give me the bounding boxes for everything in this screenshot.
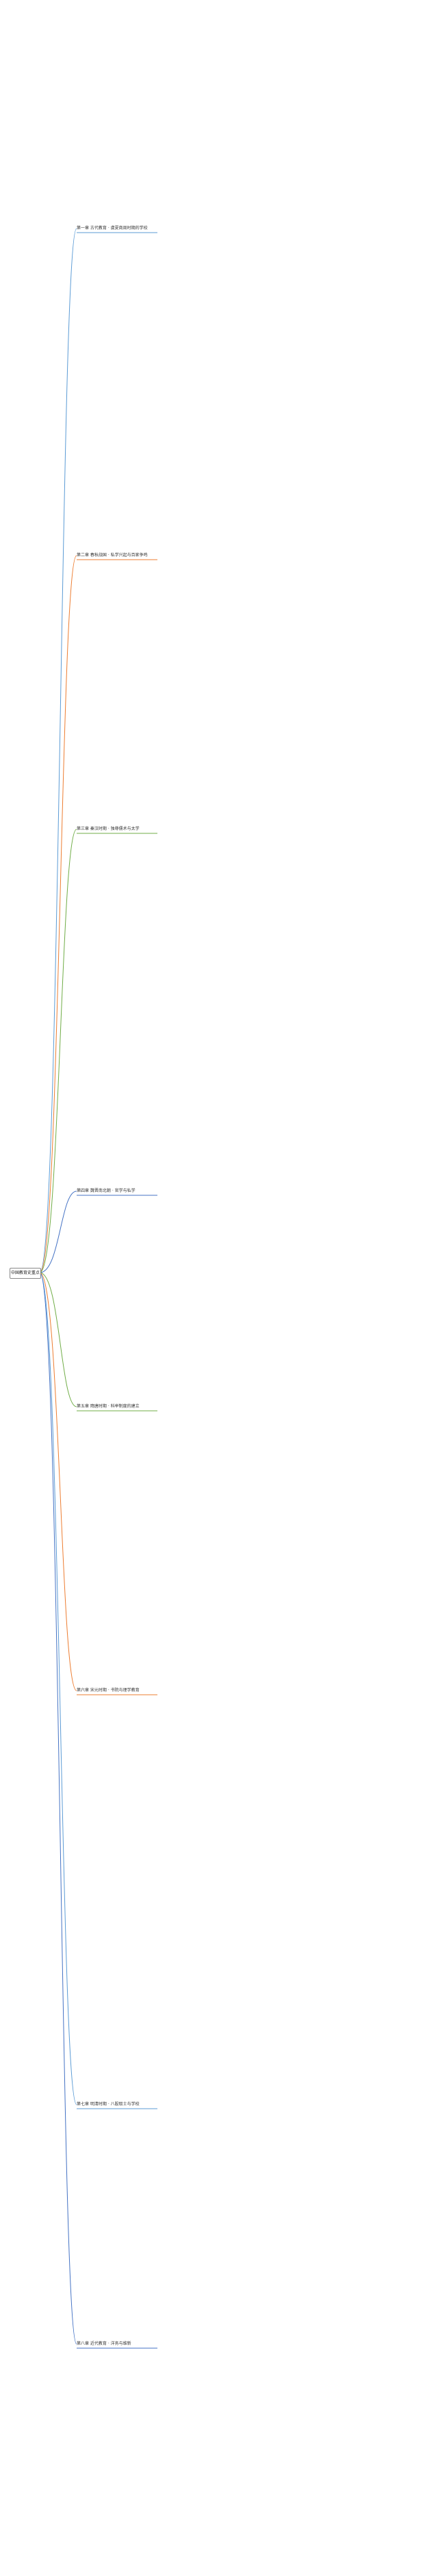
connector-branch-7 bbox=[39, 1272, 77, 2105]
branch-3[interactable]: 第三章 秦汉时期 · 独尊儒术与太学 bbox=[77, 827, 140, 831]
branch-6[interactable]: 第六章 宋元时期 · 书院与理学教育 bbox=[77, 1688, 140, 1693]
branch-1[interactable]: 第一章 古代教育 · 虞夏商周时期的学校 bbox=[77, 226, 148, 231]
branch-2[interactable]: 第二章 春秋战国 · 私学兴起与百家争鸣 bbox=[77, 553, 148, 558]
branch-8[interactable]: 第八章 近代教育 · 洋务与维新 bbox=[77, 2341, 131, 2346]
connector-branch-3 bbox=[39, 829, 77, 1273]
connector-branch-5 bbox=[39, 1272, 77, 1407]
connector-branch-4 bbox=[39, 1191, 77, 1273]
connector-branch-1 bbox=[39, 228, 77, 1273]
connector-branch-6 bbox=[39, 1272, 77, 1691]
branch-5[interactable]: 第五章 隋唐时期 · 科举制度的建立 bbox=[77, 1404, 140, 1409]
connector-branch-2 bbox=[39, 555, 77, 1273]
branch-4[interactable]: 第四章 魏晋南北朝 · 官学与私学 bbox=[77, 1188, 136, 1193]
mindmap-root[interactable]: 中国教育史重点 bbox=[10, 1268, 41, 1279]
connector-branch-8 bbox=[39, 1272, 77, 2345]
branch-7[interactable]: 第七章 明清时期 · 八股取士与学校 bbox=[77, 2102, 140, 2107]
